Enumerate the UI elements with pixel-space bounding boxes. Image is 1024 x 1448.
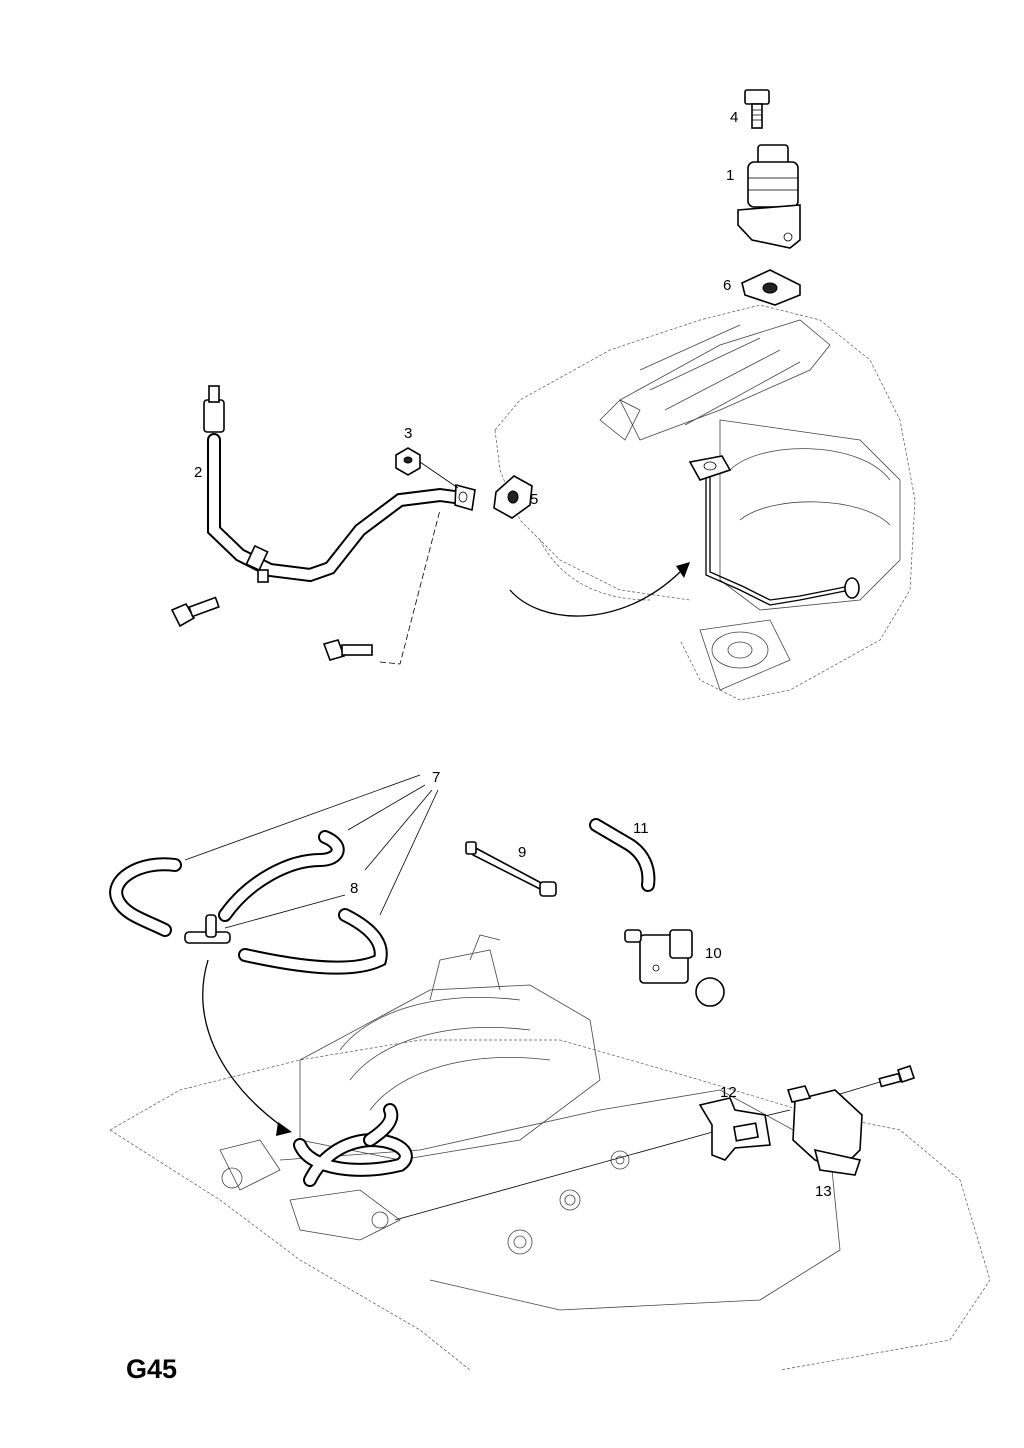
part-5-gasket xyxy=(493,475,533,519)
engine-top-background xyxy=(494,304,916,701)
leaders-7-8 xyxy=(184,774,439,929)
part-4-bolt xyxy=(744,89,770,129)
callout-7: 7 xyxy=(432,769,440,786)
callout-8: 8 xyxy=(350,880,358,897)
pointer-arrow-top xyxy=(509,562,690,617)
part-8-tee-connector xyxy=(184,914,231,944)
callout-6: 6 xyxy=(723,277,731,294)
engine-bottom-background xyxy=(109,934,991,1371)
part-2-egr-pipe xyxy=(203,385,476,583)
callout-1: 1 xyxy=(726,167,734,184)
part-10-solenoid xyxy=(624,929,725,1007)
part-3-nut xyxy=(395,447,421,476)
callout-13: 13 xyxy=(815,1183,832,1200)
callout-5: 5 xyxy=(530,491,538,508)
leader-nut-to-pipe xyxy=(419,461,459,489)
part-9-tube xyxy=(465,841,557,897)
diagram-code: G45 xyxy=(126,1354,177,1384)
part-11-hose xyxy=(589,818,656,892)
callout-10: 10 xyxy=(705,945,722,962)
part-1-egr-valve xyxy=(737,144,801,249)
part-13-sensor xyxy=(786,1085,863,1176)
callout-11: 11 xyxy=(633,820,649,837)
pointer-arrow-bottom xyxy=(202,959,292,1136)
part-screw xyxy=(878,1064,916,1088)
part-6-gasket xyxy=(741,269,801,306)
callout-9: 9 xyxy=(518,844,526,861)
callout-3: 3 xyxy=(404,425,412,442)
callout-2: 2 xyxy=(194,464,202,481)
part-7-hoses xyxy=(109,830,388,975)
part-12-bracket xyxy=(698,1097,771,1161)
bolt-left xyxy=(170,596,220,628)
callout-12: 12 xyxy=(720,1084,737,1101)
callout-4: 4 xyxy=(730,109,738,126)
bolt-lower xyxy=(322,639,373,661)
leader-bolt-to-pipe xyxy=(379,509,441,665)
leader-engine-to-bracket xyxy=(394,1129,721,1221)
